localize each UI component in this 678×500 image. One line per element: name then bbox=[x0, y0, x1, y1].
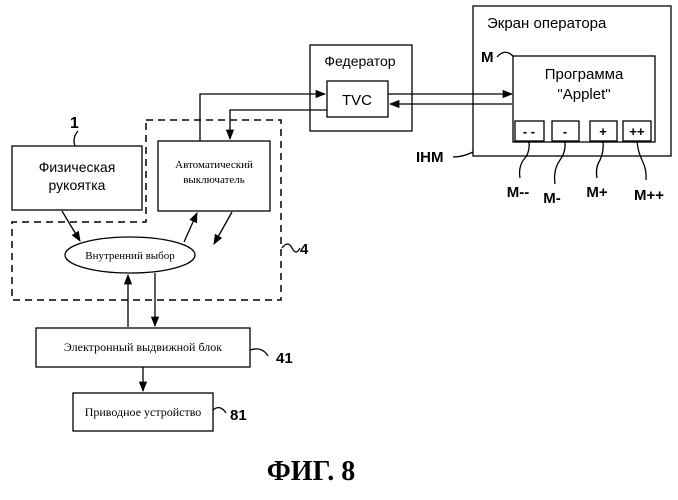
label-m-minus: M- bbox=[543, 190, 561, 207]
ref-1: 1 bbox=[70, 115, 79, 132]
ref-81: 81 bbox=[230, 407, 247, 424]
label-m-minus-minus: M-- bbox=[507, 184, 530, 201]
physical-handle-line1: Физическая bbox=[39, 159, 116, 175]
auto-switch-line1: Автоматический bbox=[175, 159, 253, 171]
arrow-select-to-switch bbox=[184, 213, 197, 242]
button-label-p: + bbox=[599, 124, 607, 139]
figure-caption: ФИГ. 8 bbox=[267, 456, 355, 487]
ihm-leader bbox=[453, 152, 473, 157]
federator-title: Федератор bbox=[324, 53, 395, 69]
applet-line1: Программа bbox=[545, 66, 624, 83]
ref-41: 41 bbox=[276, 350, 293, 367]
applet-line2: "Applet" bbox=[557, 86, 610, 103]
arrow-switch-to-tvc bbox=[200, 94, 325, 141]
m-label: M bbox=[481, 49, 494, 66]
arrow-handle-to-select bbox=[62, 211, 80, 241]
auto-switch-line2: выключатель bbox=[183, 174, 245, 186]
arrow-switch-to-select bbox=[214, 212, 232, 244]
internal-select-label: Внутренний выбор bbox=[85, 250, 175, 262]
tvc-label: TVC bbox=[342, 92, 372, 109]
group-4-leader bbox=[282, 244, 300, 252]
electronic-block-label: Электронный выдвижной блок bbox=[64, 340, 222, 354]
ref-1-leader bbox=[74, 131, 78, 146]
ref-41-leader bbox=[250, 349, 268, 356]
ref-81-leader bbox=[213, 408, 226, 413]
button-label-m: - bbox=[563, 124, 567, 139]
button-label-mm: - - bbox=[523, 124, 535, 139]
button-label-pp: ++ bbox=[629, 124, 645, 139]
drive-device-label: Приводное устройство bbox=[85, 405, 202, 419]
group-4-ref: 4 bbox=[300, 241, 309, 258]
physical-handle-line2: рукоятка bbox=[49, 177, 106, 193]
label-m-plus-plus: M++ bbox=[634, 187, 664, 204]
operator-screen-title: Экран оператора bbox=[487, 15, 607, 32]
label-m-plus: M+ bbox=[586, 184, 607, 201]
ihm-label: IHM bbox=[416, 149, 444, 166]
